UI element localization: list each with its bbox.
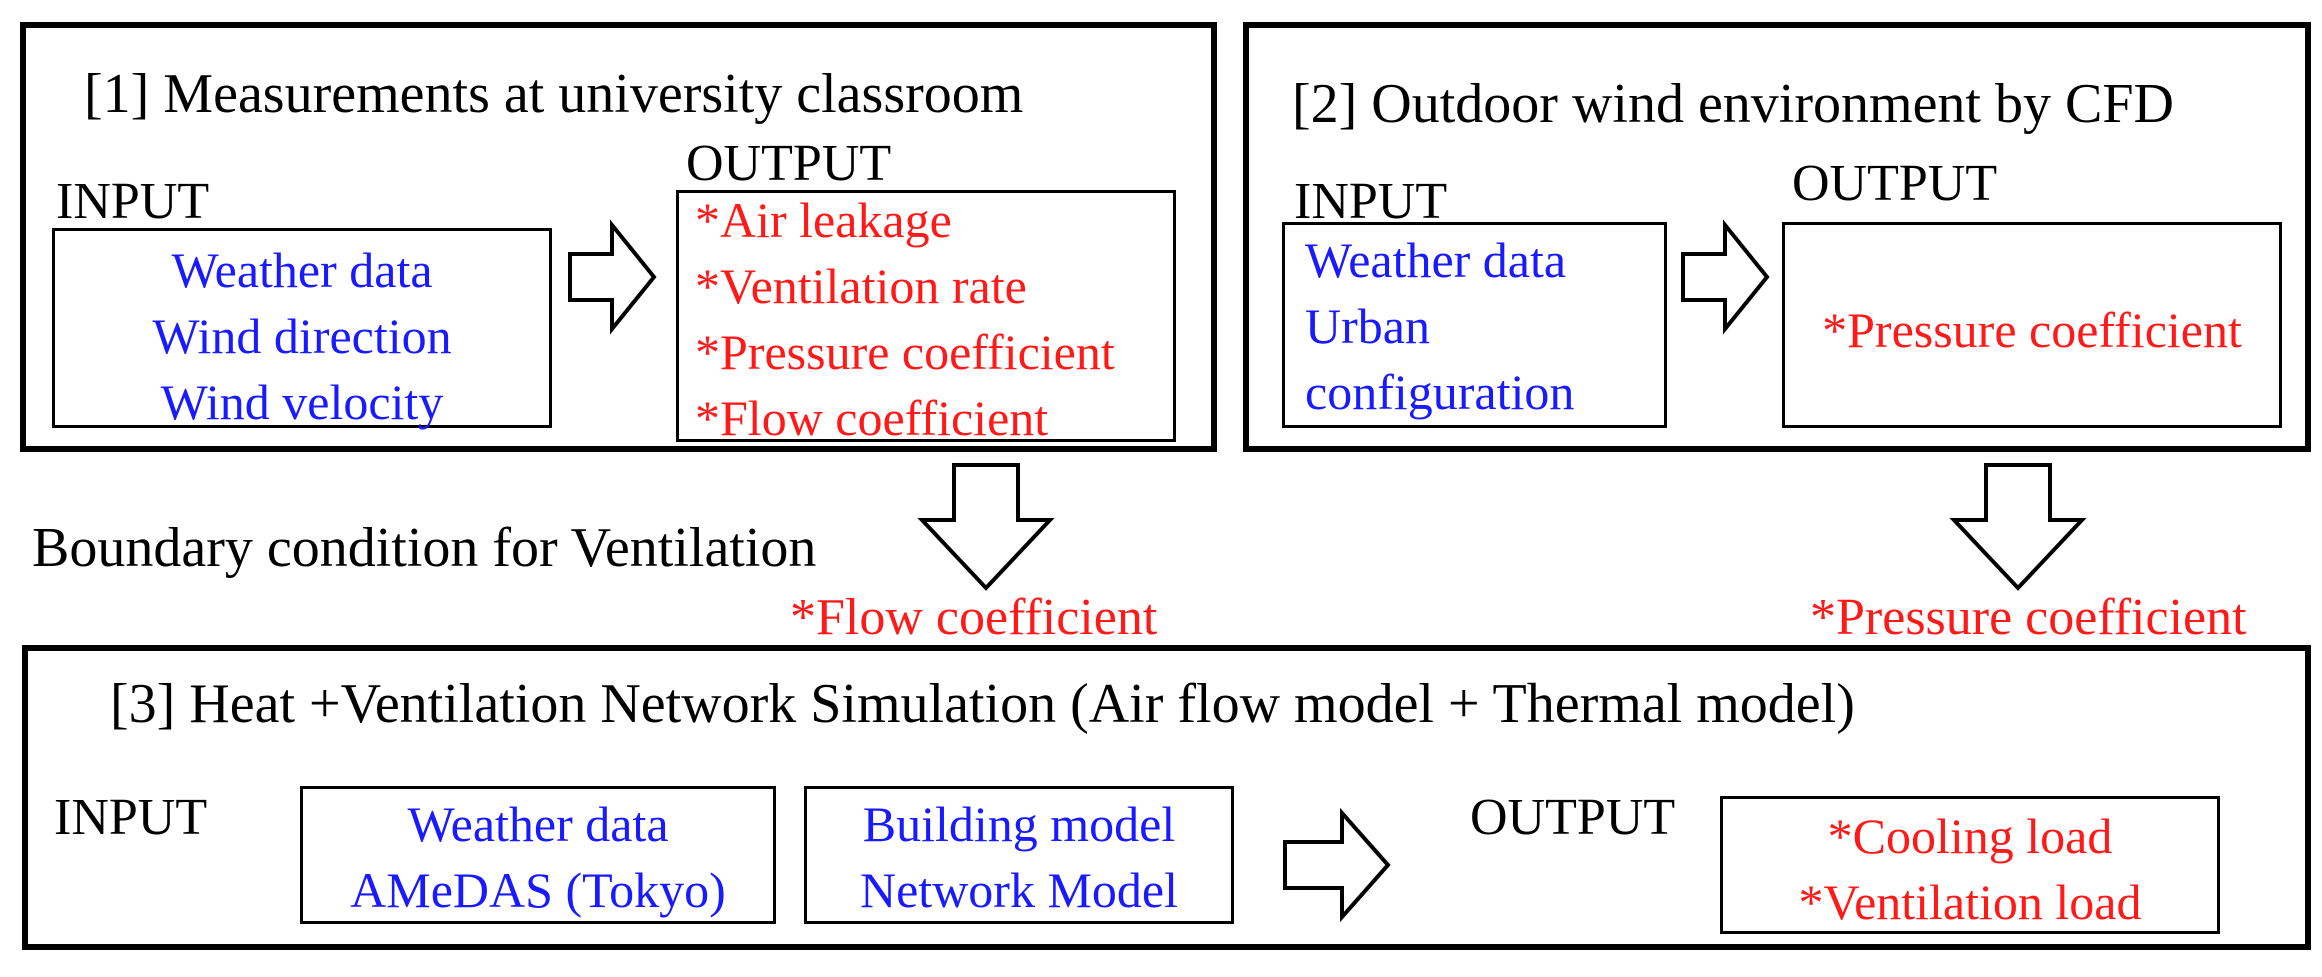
section-2-right-arrow (1681, 219, 1770, 335)
section-3-model-list: Building model Network Model (807, 791, 1231, 923)
section-3-output-ventilation-load: *Ventilation load (1798, 874, 2142, 930)
section-3-output-box: *Cooling load *Ventilation load (1720, 796, 2220, 934)
section-1-output-ventilation-rate: *Ventilation rate (695, 258, 1027, 314)
section-1-output-box: *Air leakage *Ventilation rate *Pressure… (676, 190, 1176, 446)
section-2-input-list: Weather data Urban configuration (1305, 227, 1574, 425)
pressure-coefficient-label: *Pressure coefficient (1810, 589, 2247, 646)
section-2-input-box: Weather data Urban configuration (1282, 222, 1667, 428)
section-3-output-label: OUTPUT (1470, 789, 1676, 846)
section-3-output-cooling-load: *Cooling load (1827, 808, 2113, 864)
section-2-output-pressure-coefficient: *Pressure coefficient (1822, 302, 2242, 358)
section-1-output-pressure-coefficient: *Pressure coefficient (695, 324, 1115, 380)
section-1-title: [1] Measurements at university classroom (84, 63, 1024, 125)
section-2-output-label: OUTPUT (1792, 155, 1998, 212)
section-1-output-air-leakage: *Air leakage (695, 192, 952, 248)
section-3-building-model: Building model (862, 796, 1176, 852)
section-2-title: [2] Outdoor wind environment by CFD (1292, 73, 2174, 135)
section-1-input-label: INPUT (56, 173, 210, 230)
section-1-output-flow-coefficient: *Flow coefficient (695, 390, 1049, 446)
section-3-title: [3] Heat +Ventilation Network Simulation… (110, 673, 1855, 735)
section-3-model-box: Building model Network Model (804, 786, 1234, 924)
section-1-input-box: Weather data Wind direction Wind velocit… (52, 228, 552, 430)
section-3-weather-list: Weather data AMeDAS (Tokyo) (303, 791, 773, 923)
section-3-frame (22, 645, 2311, 950)
section-2-output-box: *Pressure coefficient (1782, 222, 2282, 428)
flow-coefficient-down-arrow (917, 463, 1055, 591)
section-2-input-weather: Weather data (1305, 232, 1567, 288)
section-2-frame (1243, 22, 2311, 452)
section-3-right-arrow (1283, 807, 1391, 923)
section-1-output-label: OUTPUT (686, 135, 892, 192)
section-1-frame (20, 22, 1217, 452)
section-3-network-model: Network Model (860, 862, 1178, 918)
section-3-input-label: INPUT (54, 789, 208, 846)
section-1-right-arrow (568, 219, 657, 335)
section-2-output-list: *Pressure coefficient (1785, 297, 2279, 363)
section-2-input-label: INPUT (1294, 173, 1448, 230)
section-1-input-weather: Weather data (171, 242, 433, 298)
boundary-condition-label: Boundary condition for Ventilation (32, 517, 817, 579)
section-3-amedas: AMeDAS (Tokyo) (350, 862, 726, 918)
section-2-input-configuration: configuration (1305, 364, 1575, 420)
flow-coefficient-label: *Flow coefficient (790, 589, 1158, 646)
section-1-input-wind-velocity: Wind velocity (160, 374, 444, 430)
section-3-weather-data: Weather data (407, 796, 669, 852)
pressure-coefficient-down-arrow (1949, 463, 2087, 591)
section-3-output-list: *Cooling load *Ventilation load (1723, 803, 2217, 935)
section-1-input-wind-direction: Wind direction (152, 308, 452, 364)
section-3-weather-box: Weather data AMeDAS (Tokyo) (300, 786, 776, 924)
section-2-input-urban: Urban (1305, 298, 1430, 354)
section-1-input-list: Weather data Wind direction Wind velocit… (55, 237, 549, 435)
section-1-output-list: *Air leakage *Ventilation rate *Pressure… (695, 187, 1115, 451)
